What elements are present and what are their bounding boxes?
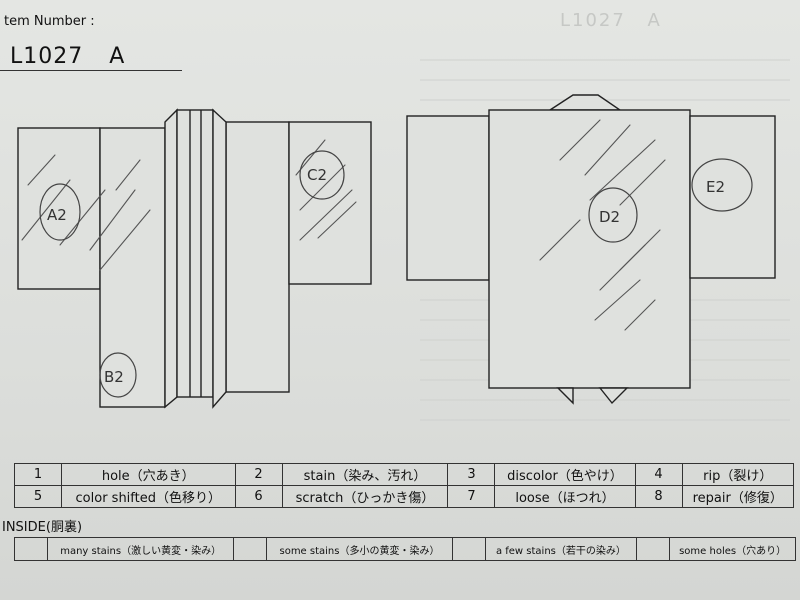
checkbox-cell[interactable] [451,537,486,561]
front-right-panel [225,121,290,393]
inside-label: INSIDE(胴裏) [2,520,83,535]
item-number-underline [0,70,182,71]
defect-legend-table: 1 hole（穴あき） 2 stain（染み、汚れ） 3 discolor（色や… [14,463,794,508]
pencil-hatching [21,119,666,331]
front-view [17,108,372,409]
mark-a2: A2 [47,206,67,224]
front-collar-center [176,109,214,398]
legend-num: 8 [634,485,683,508]
legend-label: loose（ほつれ） [494,485,636,508]
legend-label: color shifted（色移り） [61,485,236,508]
table-row: 5 color shifted（色移り） 6 scratch（ひっかき傷） 7 … [14,485,794,508]
back-hem-left [556,387,574,405]
legend-num: 6 [234,485,283,508]
legend-label: stain（染み、汚れ） [281,463,449,486]
circle-a2 [39,183,81,241]
checkbox-cell[interactable] [14,537,48,561]
front-collar-right [212,108,227,409]
circle-b2 [99,352,137,398]
defect-circles [39,150,753,398]
circle-c2 [299,150,345,200]
back-view [406,94,776,405]
front-left-panel [99,127,166,408]
mark-c2: C2 [307,166,327,184]
back-body [488,109,691,389]
legend-num: 5 [14,485,62,508]
mark-d2: D2 [599,208,620,226]
inside-option: some stains（多小の黄変・染み） [266,537,453,561]
legend-label: scratch（ひっかき傷） [281,485,449,508]
checkbox-cell[interactable] [636,537,671,561]
legend-num: 1 [14,463,62,486]
back-hem-right [598,387,629,405]
back-right-sleeve [689,115,776,279]
bleed-through-lines [420,59,790,421]
item-number-value: L1027 A [10,44,126,69]
back-left-sleeve [406,115,490,281]
table-row: many stains（激しい黄変・染み） some stains（多小の黄変・… [14,537,796,561]
front-collar-left [164,108,178,409]
inside-option: some holes（穴あり） [669,537,796,561]
legend-label: discolor（色やけ） [494,463,636,486]
inside-table: many stains（激しい黄変・染み） some stains（多小の黄変・… [14,537,796,561]
checkbox-cell[interactable] [233,537,268,561]
front-left-sleeve [17,127,101,290]
legend-num: 3 [447,463,496,486]
front-right-sleeve [288,121,372,285]
back-collar [547,94,623,111]
mark-e2: E2 [706,178,725,196]
bleed-through-text: L1027 A [560,10,662,31]
defect-marks: A2 C2 B2 D2 E2 [47,166,725,386]
inside-option: many stains（激しい黄変・染み） [46,537,235,561]
legend-label: hole（穴あき） [61,463,236,486]
legend-num: 2 [234,463,283,486]
legend-label: rip（裂け） [681,463,794,486]
circle-e2 [691,158,753,212]
mark-b2: B2 [104,368,124,386]
circle-d2 [588,187,638,243]
item-number-label: tem Number : [4,14,95,29]
legend-num: 7 [447,485,496,508]
table-row: 1 hole（穴あき） 2 stain（染み、汚れ） 3 discolor（色や… [14,463,794,486]
legend-label: repair（修復） [681,485,794,508]
inside-option: a few stains（若干の染み） [484,537,638,561]
legend-num: 4 [634,463,683,486]
